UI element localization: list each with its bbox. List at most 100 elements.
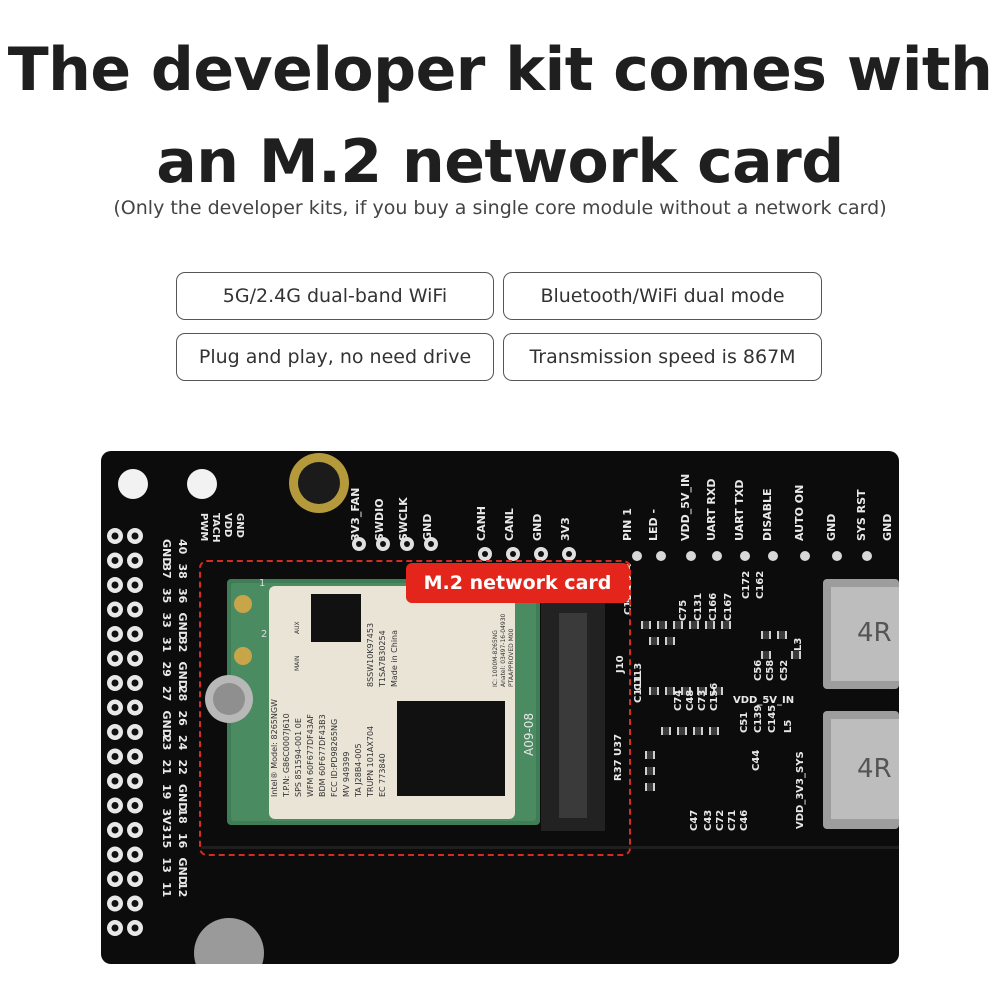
pin-label: 27: [160, 686, 173, 701]
datamatrix-code: [397, 701, 505, 796]
pin-label: 3V3: [160, 809, 173, 833]
card-ec-text: EC 773840: [378, 753, 387, 797]
feature-chip-speed: Transmission speed is 867M: [503, 333, 822, 381]
header-label: GND: [881, 514, 894, 541]
card-aux-text: AUX: [294, 621, 301, 634]
pin-label: 29: [160, 662, 173, 677]
component-label: C111: [633, 675, 644, 703]
pin-label: GND: [234, 513, 245, 538]
top-header-pins: [352, 537, 872, 561]
header-label: SYS RST: [855, 489, 868, 541]
header-label: UART TXD: [733, 479, 746, 541]
component-label: C172: [741, 571, 752, 599]
header-label: CANL: [503, 508, 516, 541]
card-made-text: Made in China: [390, 630, 399, 687]
pin-label: 31: [160, 637, 173, 652]
card-sps-text: SPS 851594-001 0E: [294, 718, 303, 797]
card-ssw-text: 8SSW10K97453: [366, 623, 375, 687]
card-highlight-box: [199, 560, 631, 856]
inductor-bottom-label: 4R: [857, 754, 892, 784]
card-fcc-text: FCC ID:PD98265NG: [330, 719, 339, 797]
pin-label: PWM: [198, 513, 209, 541]
component-label: C73: [697, 690, 708, 711]
header-label: DISABLE: [761, 488, 774, 541]
component-label: C51: [739, 712, 750, 733]
card-trupn-text: TRUPN 101AX704: [366, 726, 375, 798]
card-anatel-text: Anatel: 03497-16-04930: [500, 613, 507, 687]
pin-label: 33: [160, 613, 173, 628]
component-label: C71: [727, 810, 738, 831]
pin-label: 11: [160, 882, 173, 897]
header-label: UART RXD: [705, 479, 718, 542]
header-label: 3V3: [559, 517, 572, 541]
slot-code-text: A09-08: [522, 713, 536, 756]
header-label: PIN 1: [621, 508, 634, 541]
pin-label: TACH: [210, 513, 221, 543]
component-label: C48: [685, 690, 696, 711]
gpio-header-pins: [107, 528, 143, 936]
component-label: U37: [613, 734, 624, 756]
component-label: VDD_5V_IN: [733, 695, 794, 706]
component-label: C131: [693, 593, 704, 621]
page-title: The developer kit comes with an M.2 netw…: [0, 24, 1000, 208]
component-label: C74: [673, 690, 684, 711]
card-tsa-text: T1SA7B30254: [378, 630, 387, 688]
component-label: C145: [767, 705, 778, 733]
header-label: GND: [531, 514, 544, 541]
inductor-top-label: 4R: [857, 618, 892, 648]
pin-label: 24: [176, 735, 189, 751]
header-label: CANH: [475, 506, 488, 541]
component-label: L5: [783, 720, 794, 733]
pin-label: 37: [160, 564, 173, 579]
component-label: C44: [751, 750, 762, 771]
component-label: C46: [739, 810, 750, 831]
qr-code: [311, 594, 361, 642]
component-label: C58: [765, 660, 776, 681]
card-pin-2: 2: [261, 629, 267, 640]
gpio-pin-labels: GND373533312927GND2321193V3151311403836G…: [160, 513, 245, 897]
pin-label: 23: [160, 735, 173, 750]
component-label: C166: [708, 593, 719, 621]
title-line-1: The developer kit comes with: [7, 35, 993, 105]
feature-chip-plug-and-play: Plug and play, no need drive: [176, 333, 494, 381]
mounting-hole: [118, 469, 148, 499]
pin-label: GND: [160, 711, 173, 738]
header-label: GND: [421, 514, 434, 541]
header-label: LED -: [647, 509, 660, 541]
pin-label: 19: [160, 784, 173, 799]
m2-callout-label: M.2 network card: [406, 563, 629, 603]
card-btm-text: BDM 60F677DF43B3: [318, 714, 327, 797]
pin-label: GND: [176, 858, 189, 885]
feature-chip-bluetooth: Bluetooth/WiFi dual mode: [503, 272, 822, 320]
pin-label: 28: [176, 686, 189, 701]
component-label: C167: [723, 593, 734, 621]
header-label: SWDIO: [373, 498, 386, 541]
component-label: C72: [715, 810, 726, 831]
mounting-hole: [187, 469, 217, 499]
inductor-bottom: 4R: [823, 711, 899, 829]
component-silkscreen-labels: C164C163C160C75C131C166C167C172C162C56C5…: [613, 563, 806, 831]
component-label: C43: [703, 810, 714, 831]
feature-chip-wifi: 5G/2.4G dual-band WiFi: [176, 272, 494, 320]
pin-label: 21: [160, 760, 173, 775]
pin-label: GND: [176, 613, 189, 640]
pin-label: GND: [160, 539, 173, 566]
mounting-hole: [194, 918, 264, 964]
pin-label: 12: [176, 882, 189, 897]
smd-components: [641, 621, 801, 791]
component-label: C160: [623, 587, 634, 615]
inductor-top: 4R: [823, 579, 899, 689]
pin-label: 15: [160, 833, 173, 848]
pin-label: 35: [160, 588, 173, 603]
pin-label: 18: [176, 809, 189, 824]
component-label: C139: [753, 705, 764, 733]
component-label: R37: [613, 759, 624, 781]
pin-label: GND: [176, 784, 189, 811]
header-label: SWCLK: [397, 497, 410, 541]
pin-label: 32: [176, 637, 189, 652]
antenna-connector-main: [234, 647, 252, 665]
pin-label: 38: [176, 564, 189, 579]
pin-label: VDD: [222, 513, 233, 537]
card-pin-1: 1: [259, 578, 265, 589]
